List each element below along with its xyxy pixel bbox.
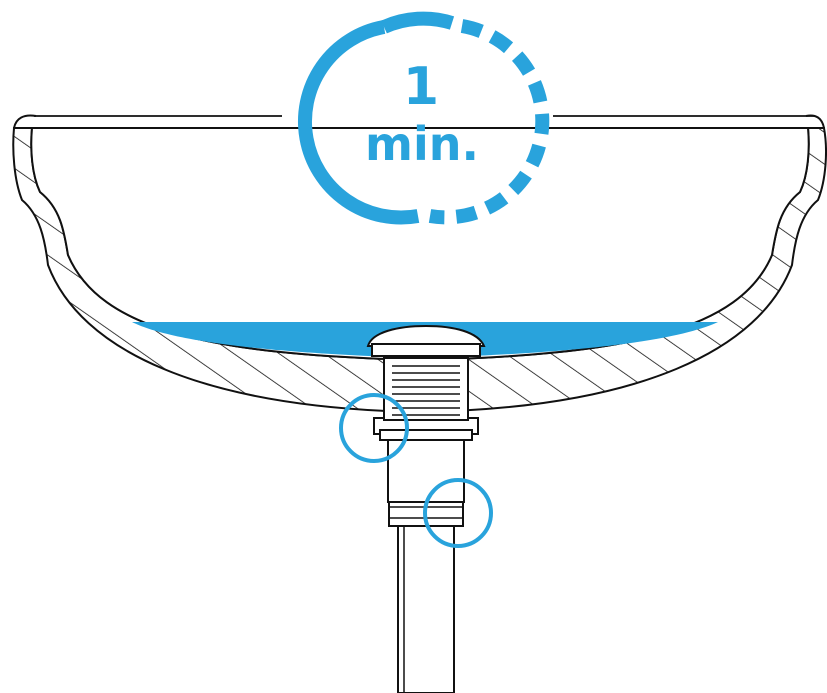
timer-ring-dashed (428, 19, 550, 225)
timer-unit: min. (365, 117, 479, 171)
timer-ring-solid-2 (381, 11, 455, 34)
stopwatch-ring-icon (298, 11, 550, 225)
drain-threads (392, 365, 460, 416)
drain-washer (379, 429, 473, 441)
drain-cap-base (371, 343, 481, 357)
timer-ring-solid (298, 20, 420, 225)
drain-threaded-body (383, 357, 469, 421)
basin-lip-right (805, 114, 825, 129)
inspection-circle-coupling (423, 478, 493, 548)
basin-lip-left (13, 114, 37, 129)
timer-number: 1 (403, 57, 439, 117)
popup-drain-cap (366, 324, 486, 347)
inspection-circle-flange (339, 393, 409, 463)
drain-pipe (397, 519, 455, 693)
